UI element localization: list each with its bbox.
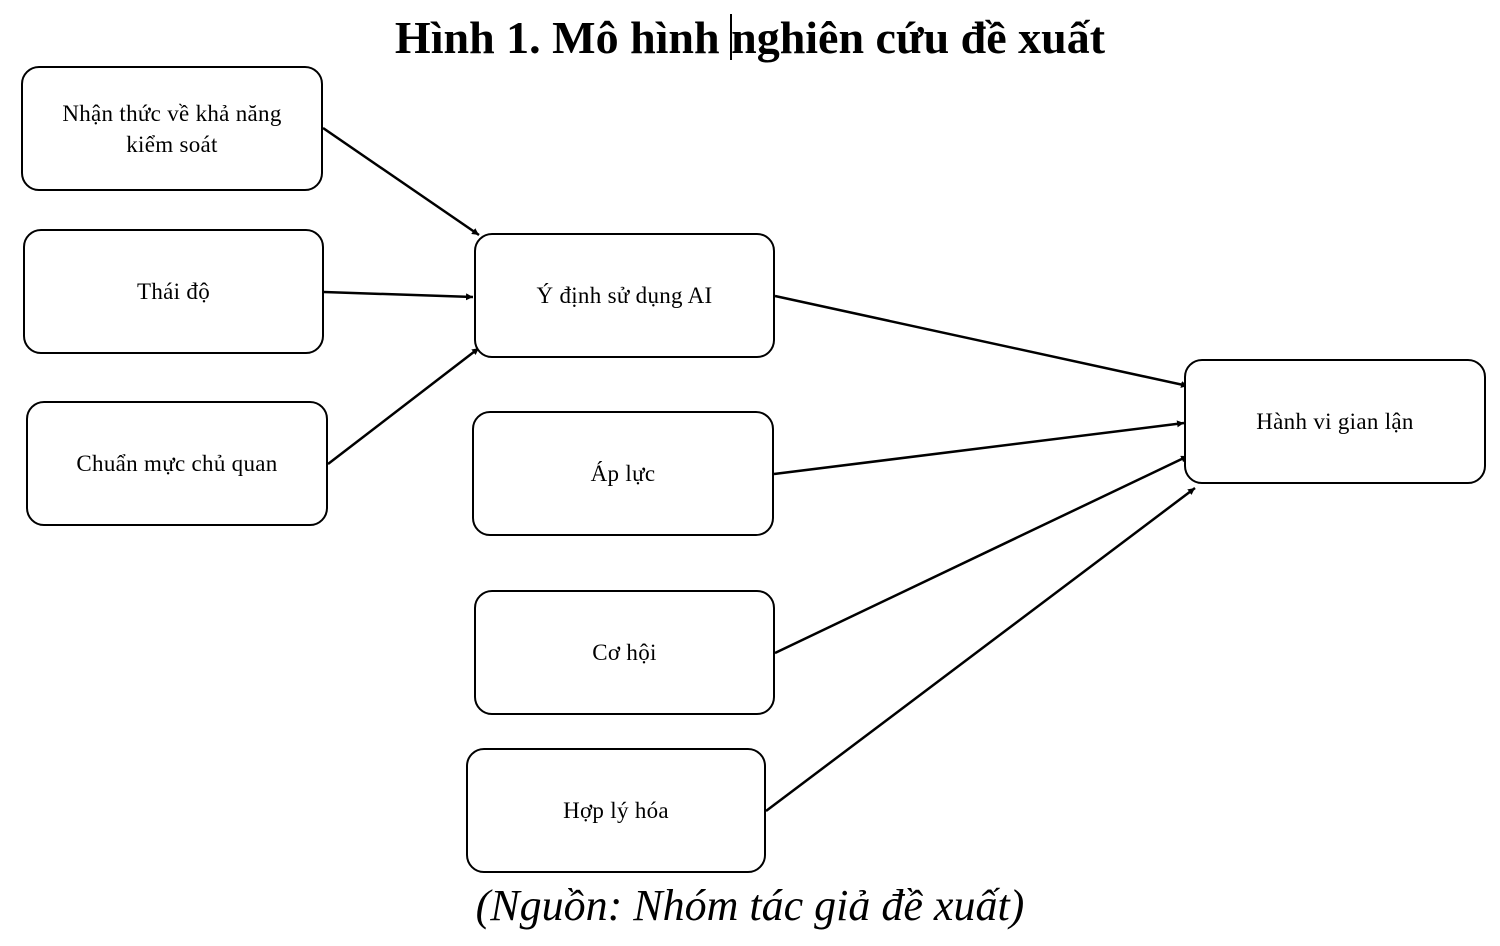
- figure-title-part-2: nghiên cứu đề xuất: [731, 12, 1106, 63]
- node-attitude-label: Thái độ: [137, 279, 210, 304]
- node-intention-to-use-ai-label: Ý định sử dụng AI: [536, 283, 713, 308]
- figure-title-part-1: Hình 1. Mô hình: [394, 12, 732, 63]
- node-perceived-behavioral-control-label: Nhận thức về khả năng kiểm soát: [62, 100, 282, 157]
- text-cursor: [730, 14, 733, 60]
- node-rationalization-label: Hợp lý hóa: [563, 798, 669, 823]
- arrow-rationalization-to-fraud-behavior: [765, 487, 1196, 812]
- node-opportunity: Cơ hội: [474, 590, 775, 715]
- node-subjective-norm-label: Chuẩn mực chủ quan: [76, 451, 278, 476]
- node-rationalization: Hợp lý hóa: [466, 748, 766, 873]
- figure-source-caption: (Nguồn: Nhóm tác giả đề xuất): [475, 881, 1025, 930]
- node-opportunity-label: Cơ hội: [592, 640, 657, 665]
- arrow-perceived-control-to-intention: [322, 126, 480, 237]
- arrow-opportunity-to-fraud-behavior: [774, 454, 1189, 655]
- node-pressure: Áp lực: [472, 411, 774, 536]
- node-subjective-norm: Chuẩn mực chủ quan: [26, 401, 328, 526]
- node-fraud-behavior-label: Hành vi gian lận: [1256, 409, 1414, 434]
- figure-title: Hình 1. Mô hình nghiên cứu đề xuất: [0, 6, 1500, 70]
- node-pressure-label: Áp lực: [590, 461, 656, 486]
- node-fraud-behavior: Hành vi gian lận: [1184, 359, 1486, 484]
- arrow-intention-to-fraud-behavior: [774, 294, 1189, 388]
- arrow-subjective-norm-to-intention: [327, 347, 480, 465]
- node-intention-to-use-ai: Ý định sử dụng AI: [474, 233, 775, 358]
- node-attitude: Thái độ: [23, 229, 324, 354]
- arrow-pressure-to-fraud-behavior: [773, 420, 1185, 476]
- arrow-attitude-to-intention: [323, 290, 474, 301]
- node-perceived-behavioral-control: Nhận thức về khả năng kiểm soát: [21, 66, 323, 191]
